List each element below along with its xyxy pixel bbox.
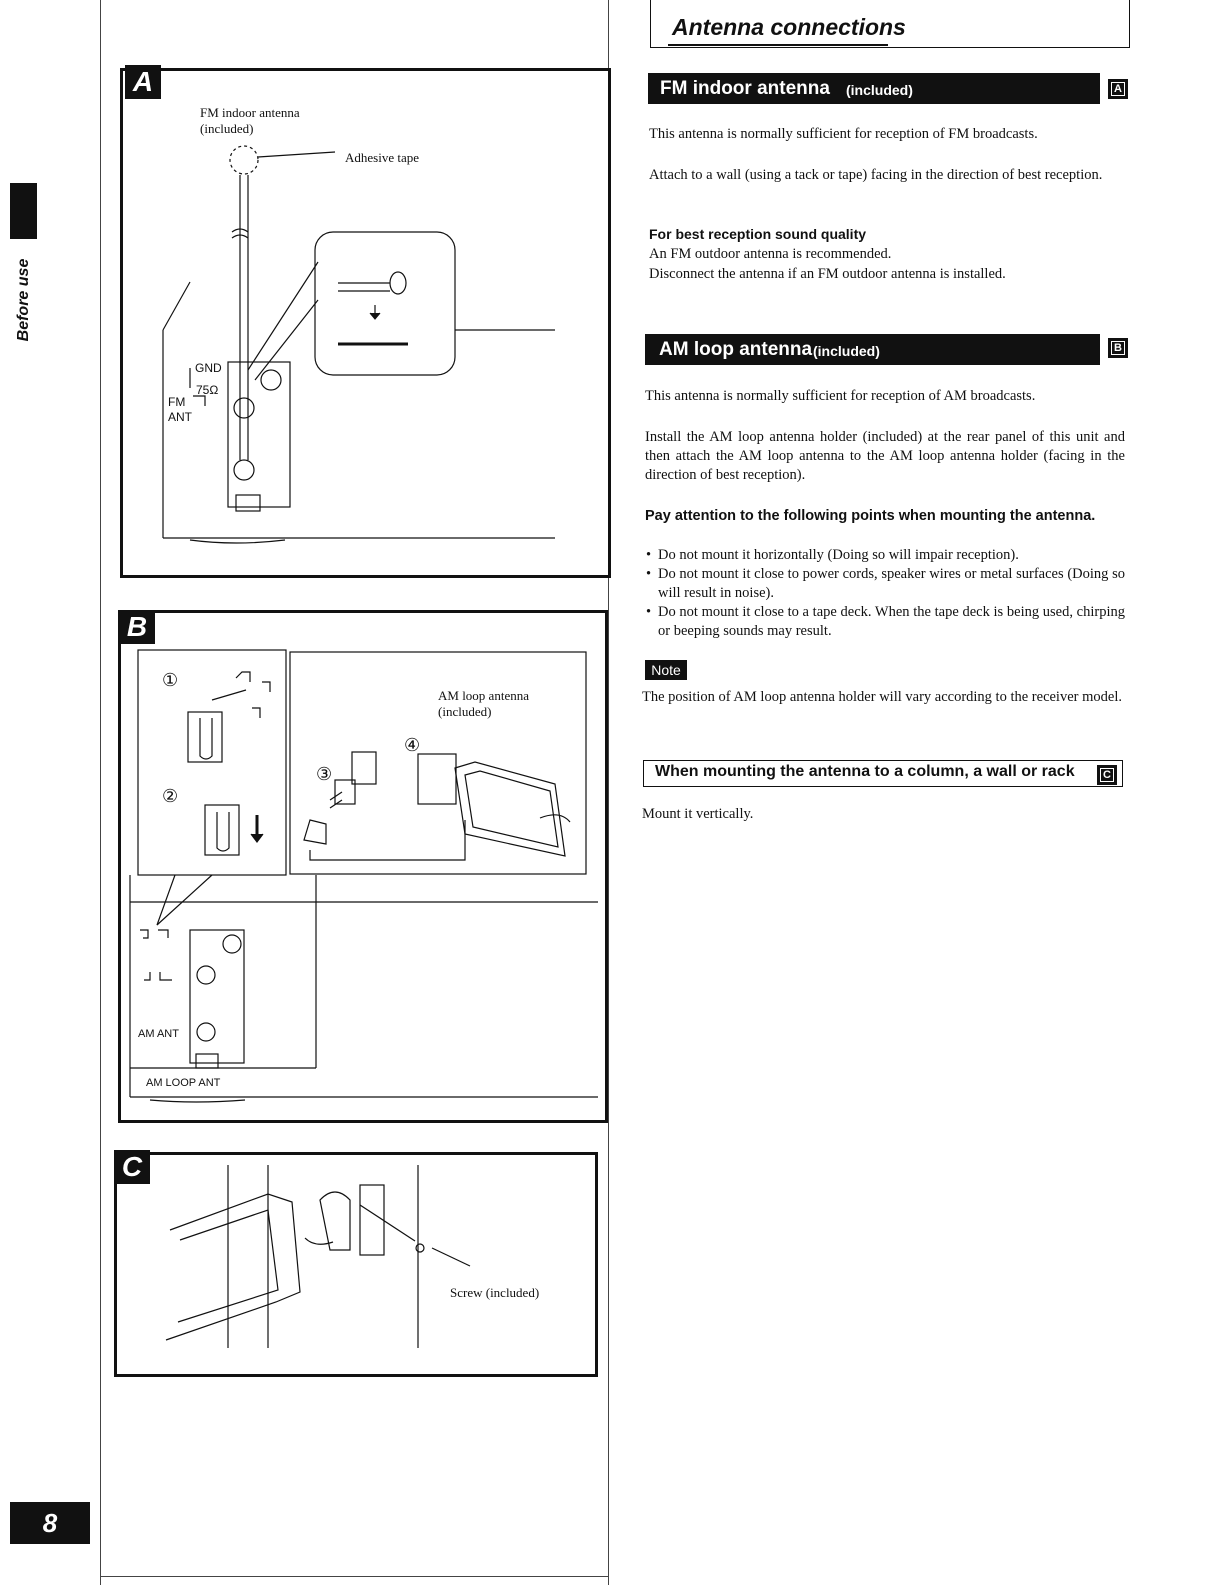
am-bullet-list: Do not mount it horizontally (Doing so w… xyxy=(645,546,1125,641)
am-figure-marker: B xyxy=(1108,338,1128,358)
am-subheading: Pay attention to the following points wh… xyxy=(645,508,1096,524)
list-item: Do not mount it close to power cords, sp… xyxy=(645,565,1125,603)
bottom-rule xyxy=(100,1576,608,1577)
fm-paragraph-4: Disconnect the antenna if an FM outdoor … xyxy=(649,266,1006,282)
terminal-ohm-label: 75Ω xyxy=(196,383,219,397)
title-box xyxy=(650,0,1130,48)
step-1-marker: ① xyxy=(162,670,179,690)
column-divider xyxy=(608,0,609,1585)
page-number: 8 xyxy=(10,1502,90,1544)
mount-heading: When mounting the antenna to a column, a… xyxy=(655,763,1075,780)
step-2-marker: ② xyxy=(162,786,179,806)
am-paragraph-2: Install the AM loop antenna holder (incl… xyxy=(645,429,1125,483)
title-underline xyxy=(668,44,888,46)
step-3-marker: ③ xyxy=(316,764,333,784)
adhesive-tape-label: Adhesive tape xyxy=(345,150,420,165)
terminal-fm-label: FM xyxy=(168,395,186,409)
mount-text: Mount it vertically. xyxy=(642,806,754,822)
left-column-border xyxy=(100,0,101,1585)
fm-section-header: FM indoor antenna (included) xyxy=(648,73,1100,104)
fm-subheading: For best reception sound quality xyxy=(649,226,867,242)
am-loop-ant-label: AM LOOP ANT xyxy=(146,1077,221,1089)
note-text: The position of AM loop antenna holder w… xyxy=(642,689,1122,705)
am-heading-sub: (included) xyxy=(813,343,880,359)
fm-heading-sub: (included) xyxy=(846,82,913,98)
terminal-ant-label: ANT xyxy=(168,410,192,424)
fm-antenna-label: FM indoor antenna (included) xyxy=(200,105,300,136)
am-heading: AM loop antenna xyxy=(659,339,813,360)
am-ant-label: AM ANT xyxy=(138,1028,179,1040)
figure-b-letter: B xyxy=(119,610,155,644)
fm-figure-marker: A xyxy=(1108,79,1128,99)
screw-label: Screw (included) xyxy=(450,1285,540,1300)
fm-paragraph-2: Attach to a wall (using a tack or tape) … xyxy=(649,167,1103,183)
section-tab-marker xyxy=(10,183,37,239)
mount-figure-marker: C xyxy=(1097,765,1117,785)
fm-paragraph-3: An FM outdoor antenna is recommended. xyxy=(649,246,892,262)
figure-panel-c xyxy=(114,1152,598,1377)
list-item: Do not mount it close to a tape deck. Wh… xyxy=(645,603,1125,641)
terminal-gnd-label: GND xyxy=(195,361,222,375)
am-paragraph-1: This antenna is normally sufficient for … xyxy=(645,388,1036,404)
fm-heading: FM indoor antenna xyxy=(660,78,830,99)
list-item: Do not mount it horizontally (Doing so w… xyxy=(645,546,1125,565)
page-title: Antenna connections xyxy=(672,14,906,40)
figure-a-letter: A xyxy=(125,65,161,99)
step-4-marker: ④ xyxy=(404,735,421,755)
figure-c-letter: C xyxy=(114,1150,150,1184)
mount-section-header xyxy=(643,760,1123,787)
am-section-header: AM loop antenna (included) xyxy=(645,334,1100,365)
figure-panel-b xyxy=(118,610,608,1123)
note-badge: Note xyxy=(645,660,687,680)
figure-panel-a xyxy=(120,68,611,578)
fm-paragraph-1: This antenna is normally sufficient for … xyxy=(649,126,1038,142)
am-loop-antenna-label: AM loop antenna (included) xyxy=(438,688,529,719)
